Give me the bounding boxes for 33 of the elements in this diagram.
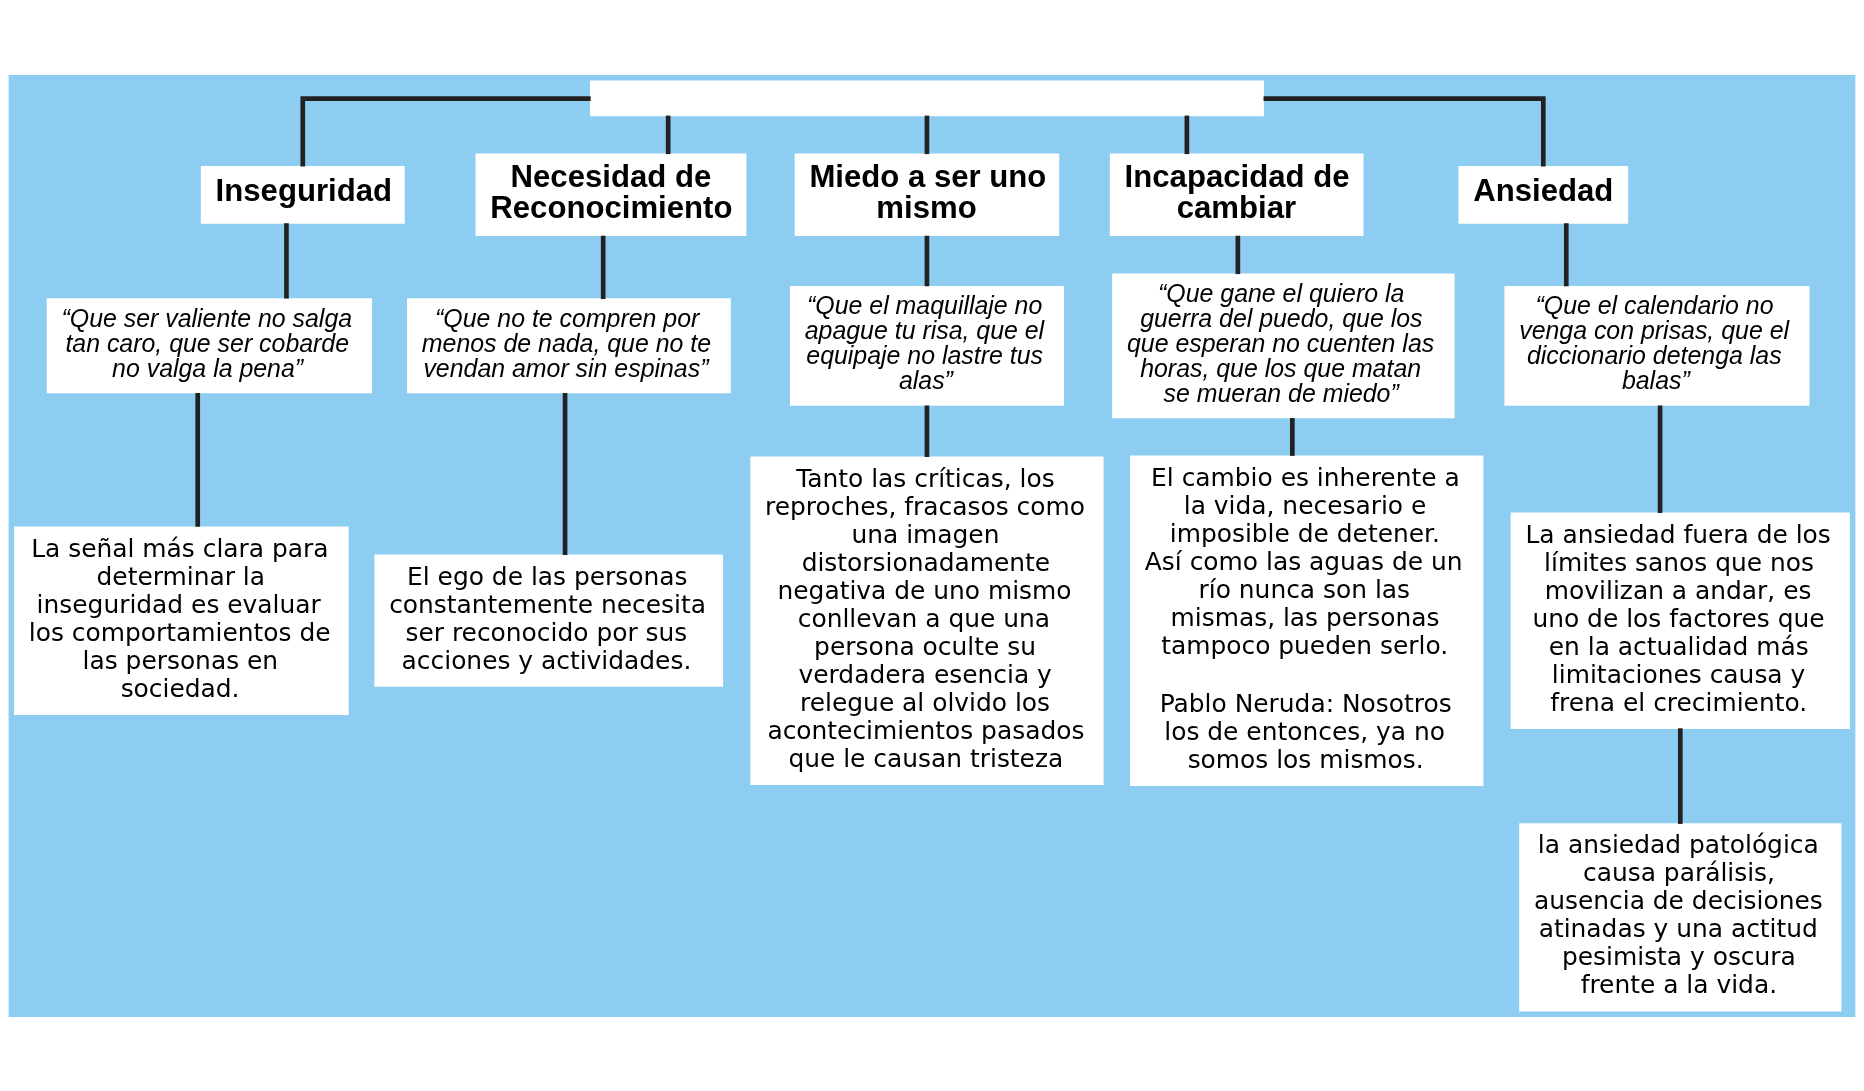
connector — [600, 235, 606, 299]
connector — [924, 405, 930, 457]
node-box: Necesidad de Reconocimiento — [475, 153, 747, 236]
node-box: La ansiedad fuera de los límites sanos que nos movilizan a andar, es uno de los factores que en la actualidad más limitaciones causa y frena el crecimiento. — [1510, 512, 1850, 729]
connector — [1263, 95, 1546, 166]
connector — [1677, 727, 1683, 824]
node-box: “Que ser valiente no salga tan caro, que ser cobarde no valga la pena” — [46, 297, 373, 393]
connector — [1184, 115, 1190, 154]
node-box: “Que el calendario no venga con prisas, que el diccionario detenga las balas” — [1504, 285, 1810, 406]
connector — [284, 222, 289, 299]
connector — [1563, 222, 1569, 286]
node-box — [589, 79, 1264, 116]
connector — [665, 115, 671, 154]
connector — [1657, 405, 1663, 513]
connector — [1290, 417, 1295, 456]
node-box: la ansiedad patológica causa parálisis, ausencia de decisiones atinadas y una actitud pesimista y oscura frente a la vida. — [1519, 822, 1842, 1012]
node-box: Tanto las críticas, los reproches, fracasos como una imagen distorsionadamente negativa de uno mismo conllevan a que una persona oculte su verdadera esencia y relegue al olvido los acontecimientos pasados que le causan tristeza — [750, 456, 1104, 785]
connector — [924, 235, 930, 286]
node-box: Inseguridad — [200, 165, 405, 224]
node-box: “Que gane el quiero la guerra del puedo, que los que esperan no cuenten las horas, que los que matan se mueran de miedo” — [1112, 272, 1455, 418]
node-box: Incapacidad de cambiar — [1109, 153, 1364, 236]
node-box: Miedo a ser uno mismo — [794, 153, 1060, 236]
node-box: Ansiedad — [1458, 165, 1629, 224]
node-box: “Que el maquillaje no apague tu risa, que el equipaje no lastre tus alas” — [789, 285, 1064, 406]
connector — [562, 392, 568, 555]
node-box: “Que no te compren por menos de nada, que no te vendan amor sin espinas” — [407, 297, 731, 393]
node-box: El ego de las personas constantemente necesita ser reconocido por sus acciones y actividades. — [374, 554, 724, 687]
node-box: El cambio es inherente a la vida, necesario e imposible de detener. Así como las aguas de un río nunca son las mismas, las personas tampoco pueden serlo. Pablo Neruda: Nosotros los de entonces, ya no somos los mismos. — [1130, 454, 1484, 786]
connector — [1235, 235, 1241, 274]
connector — [924, 115, 930, 154]
connector — [300, 95, 591, 166]
node-box: La señal más clara para determinar la inseguridad es evaluar los comportamientos de las personas en sociedad. — [14, 526, 349, 715]
connector — [195, 392, 201, 527]
